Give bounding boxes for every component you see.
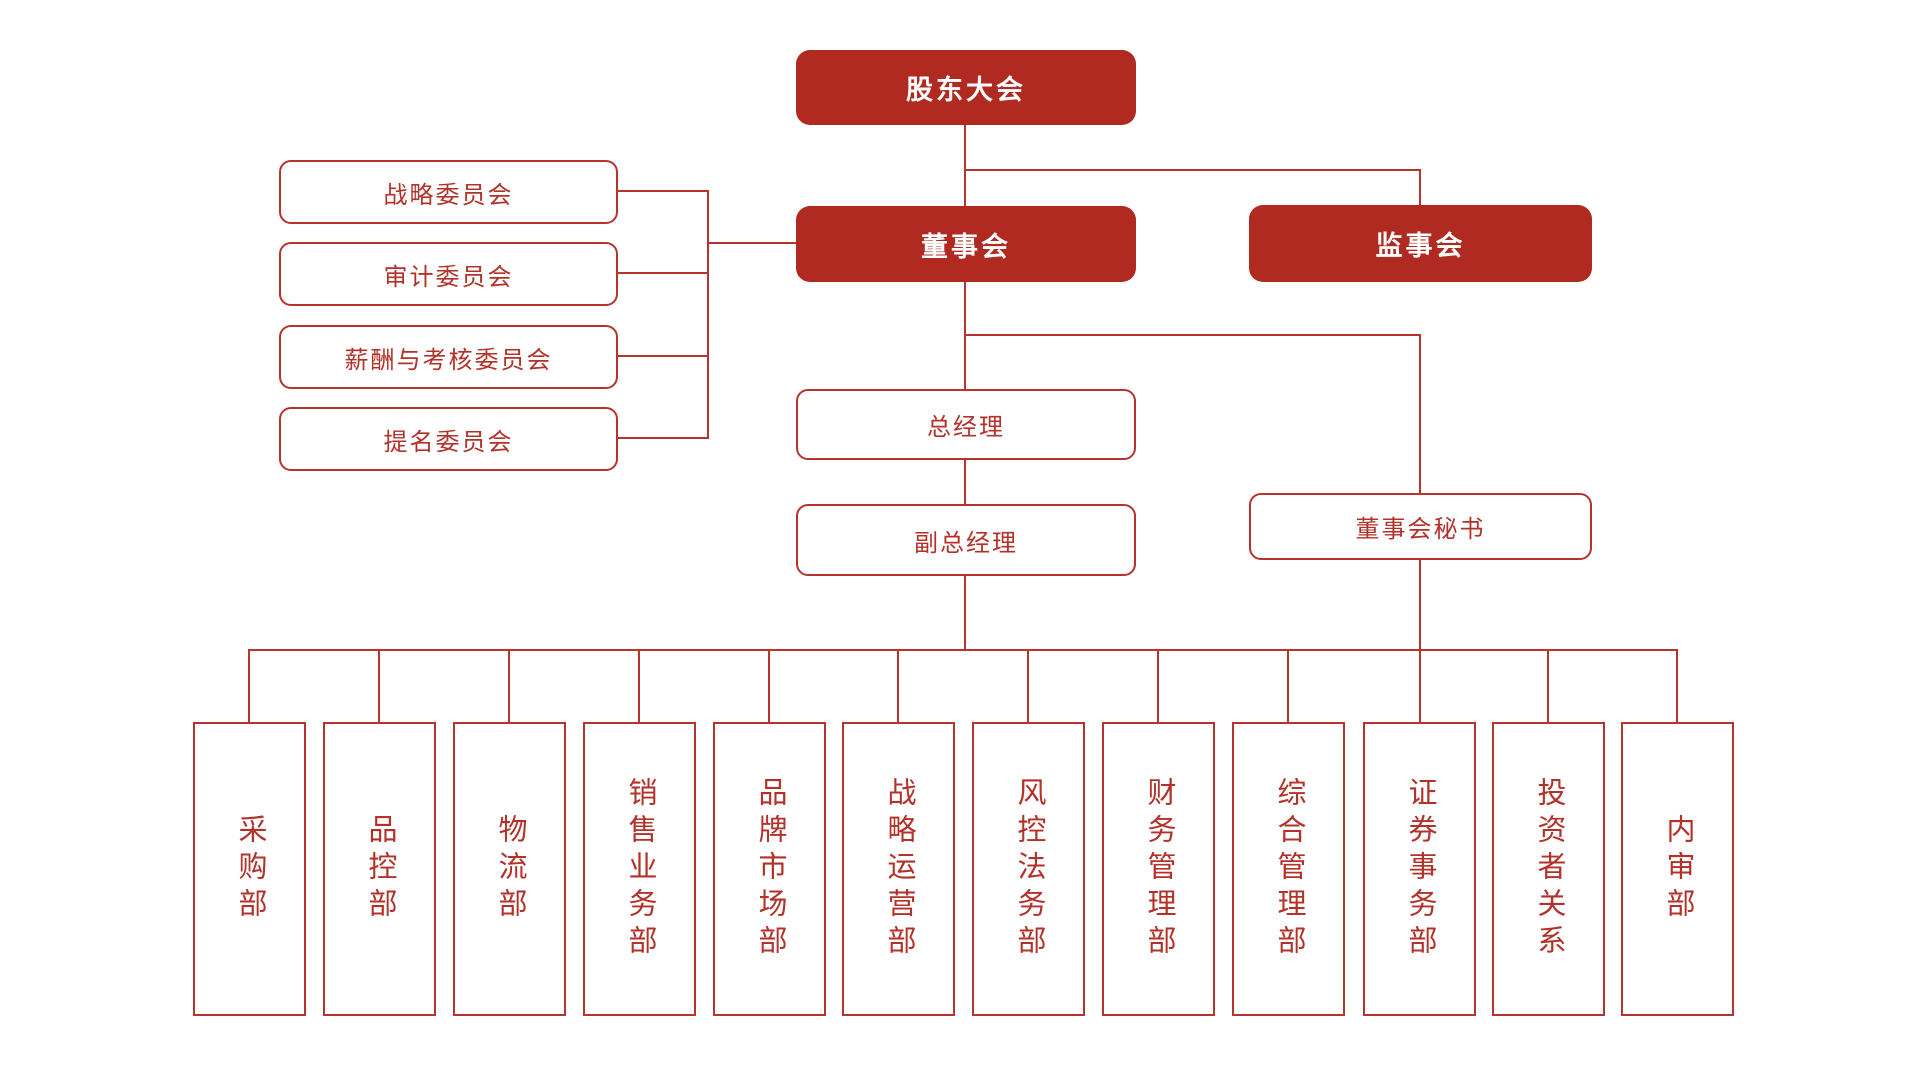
dept-label: 品牌市场部	[754, 776, 786, 962]
node-dept-procurement: 采购部	[193, 722, 306, 1016]
node-board-secretary: 董事会秘书	[1249, 493, 1592, 560]
node-general-manager: 总经理	[796, 389, 1136, 460]
connector-committee-spine	[707, 190, 709, 439]
connector-stub-dept-1	[248, 649, 250, 722]
connector-stub-dept-2	[378, 649, 380, 722]
connector-spine-board	[707, 242, 796, 244]
node-dept-strategic-operations: 战略运营部	[842, 722, 955, 1016]
connector-gm-deputy	[964, 460, 966, 504]
node-dept-investor-relations: 投资者关系	[1492, 722, 1605, 1016]
dept-label: 投资者关系	[1533, 776, 1565, 962]
connector-stub-dept-10	[1419, 649, 1421, 722]
connector-stub-dept-7	[1027, 649, 1029, 722]
connector-stub-dept-3	[508, 649, 510, 722]
connector-shareholders-board	[964, 125, 966, 206]
node-dept-logistics: 物流部	[453, 722, 566, 1016]
node-dept-general-management: 综合管理部	[1232, 722, 1345, 1016]
connector-branch-secretary-v	[1419, 334, 1421, 493]
connector-stub-dept-6	[897, 649, 899, 722]
connector-committee-3	[618, 355, 708, 357]
dept-label: 证券事务部	[1404, 776, 1436, 962]
dept-label: 财务管理部	[1143, 776, 1175, 962]
connector-branch-secretary-h	[964, 334, 1421, 336]
node-audit-committee: 审计委员会	[279, 242, 618, 306]
node-dept-finance-management: 财务管理部	[1102, 722, 1215, 1016]
dept-label: 战略运营部	[883, 776, 915, 962]
dept-label: 内审部	[1662, 813, 1694, 925]
connector-secretary-bus	[1419, 560, 1421, 651]
node-shareholders-meeting: 股东大会	[796, 50, 1136, 125]
connector-branch-supervisory-h	[964, 169, 1421, 171]
node-remuneration-appraisal-committee: 薪酬与考核委员会	[279, 325, 618, 389]
connector-deputy-bus	[964, 576, 966, 651]
connector-stub-dept-12	[1676, 649, 1678, 722]
connector-committee-4	[618, 437, 708, 439]
dept-label: 采购部	[234, 813, 266, 925]
node-dept-quality-control: 品控部	[323, 722, 436, 1016]
connector-stub-dept-8	[1157, 649, 1159, 722]
dept-label: 品控部	[364, 813, 396, 925]
connector-stub-dept-4	[638, 649, 640, 722]
node-supervisory-board: 监事会	[1249, 205, 1592, 282]
node-dept-internal-audit: 内审部	[1621, 722, 1734, 1016]
node-deputy-general-manager: 副总经理	[796, 504, 1136, 576]
connector-stub-dept-11	[1547, 649, 1549, 722]
dept-label: 风控法务部	[1013, 776, 1045, 962]
connector-committee-2	[618, 272, 708, 274]
node-nomination-committee: 提名委员会	[279, 407, 618, 471]
node-strategy-committee: 战略委员会	[279, 160, 618, 224]
node-dept-securities-affairs: 证券事务部	[1363, 722, 1476, 1016]
dept-label: 物流部	[494, 813, 526, 925]
connector-branch-supervisory-v	[1419, 169, 1421, 206]
dept-label: 销售业务部	[624, 776, 656, 962]
node-board-of-directors: 董事会	[796, 206, 1136, 282]
connector-stub-dept-5	[768, 649, 770, 722]
node-dept-brand-marketing: 品牌市场部	[713, 722, 826, 1016]
connector-committee-1	[618, 190, 708, 192]
dept-label: 综合管理部	[1273, 776, 1305, 962]
connector-department-bus	[248, 649, 1678, 651]
node-dept-risk-legal: 风控法务部	[972, 722, 1085, 1016]
connector-stub-dept-9	[1287, 649, 1289, 722]
node-dept-sales-business: 销售业务部	[583, 722, 696, 1016]
